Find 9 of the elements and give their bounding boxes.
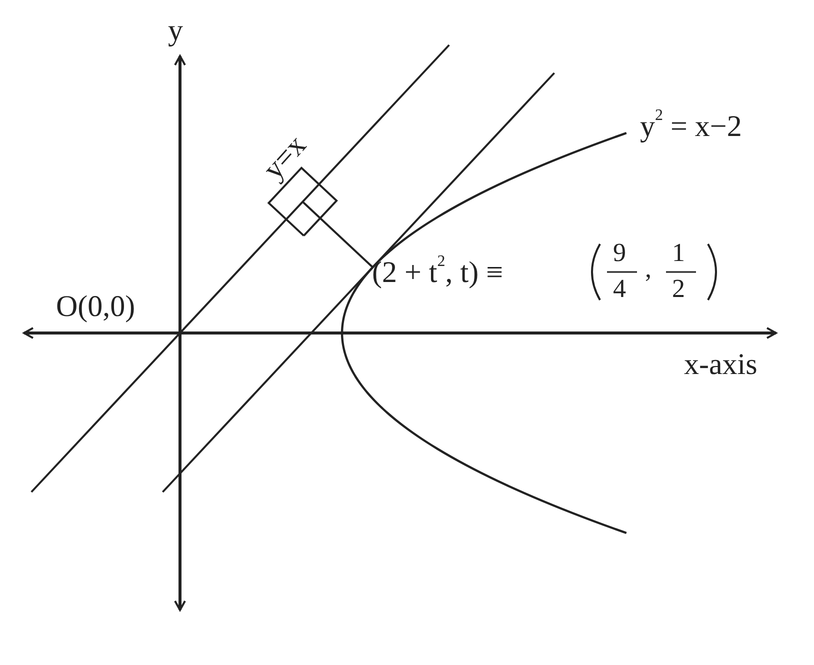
axis-label: y	[168, 16, 183, 46]
denominator: 2	[672, 276, 685, 302]
origin-label: O(0,0)	[56, 292, 136, 322]
denominator: 4	[613, 276, 626, 302]
comma: ,	[645, 256, 652, 282]
numerator: 1	[672, 240, 685, 266]
line-label: y=x	[258, 130, 312, 186]
axis-label: x-axis	[684, 350, 758, 380]
numerator: 9	[613, 240, 626, 266]
